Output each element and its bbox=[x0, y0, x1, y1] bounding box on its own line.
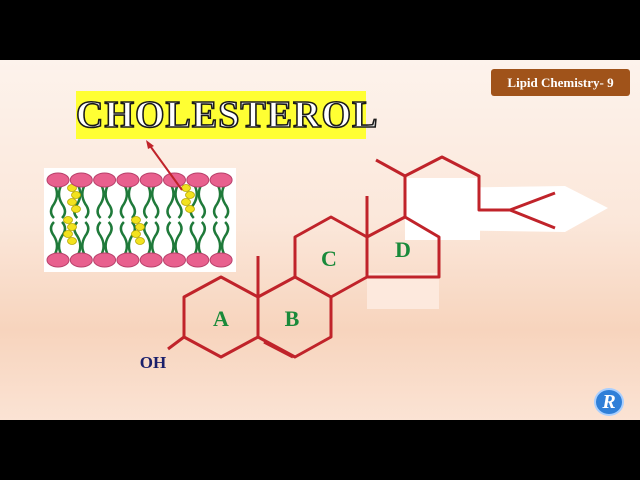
side-chain-c20 bbox=[375, 158, 407, 217]
lipid-tail bbox=[119, 221, 129, 257]
sterol-segment bbox=[63, 216, 73, 224]
lipid-tail bbox=[49, 183, 59, 219]
pointer-arrow-line bbox=[147, 142, 183, 191]
lipid-tail bbox=[197, 183, 207, 219]
bottom-letterbox bbox=[0, 420, 640, 480]
phospholipid-head bbox=[139, 172, 163, 188]
phospholipid-head bbox=[163, 252, 186, 268]
lipid-tail bbox=[166, 183, 175, 219]
sterol-segment bbox=[181, 198, 191, 206]
double-bond bbox=[263, 340, 294, 359]
cholesterol-molecules bbox=[63, 184, 195, 245]
ring-label-c: C bbox=[321, 246, 337, 271]
highlight-arrow bbox=[430, 186, 608, 232]
phospholipid-head bbox=[69, 172, 93, 188]
slide-title: CHOLESTEROL bbox=[75, 93, 379, 137]
lipid-tail bbox=[212, 221, 222, 257]
lipid-tail bbox=[150, 183, 160, 219]
sterol-segment bbox=[185, 191, 195, 199]
title-highlight: CHOLESTEROL bbox=[75, 91, 379, 139]
lipid-tail bbox=[81, 221, 90, 257]
lipid-tail bbox=[150, 221, 160, 257]
phospholipid-head bbox=[186, 252, 210, 268]
pointer-arrow-head bbox=[146, 140, 154, 149]
lipid-tail bbox=[73, 183, 82, 219]
phospholipid-head bbox=[139, 252, 163, 268]
series-badge: Lipid Chemistry- 9 bbox=[491, 69, 630, 96]
lipid-tails bbox=[49, 183, 230, 257]
ring-label-d: D bbox=[395, 237, 411, 262]
lipid-tail bbox=[57, 221, 67, 257]
lipid-tail bbox=[104, 183, 113, 219]
sterol-segment bbox=[71, 191, 81, 199]
lipid-tail bbox=[104, 221, 113, 257]
phospholipid-head bbox=[46, 172, 70, 188]
sterol-segment bbox=[67, 198, 77, 206]
ring-label-b: B bbox=[285, 306, 300, 331]
highlight-block-lower bbox=[367, 273, 439, 309]
lipid-tail bbox=[174, 183, 183, 219]
lipid-tail bbox=[96, 221, 105, 257]
bond-lines bbox=[167, 155, 556, 359]
lipid-bilayer-diagram bbox=[46, 172, 233, 268]
lipid-tail bbox=[197, 221, 207, 257]
sterol-segment bbox=[131, 216, 141, 224]
sterol-segment bbox=[71, 205, 81, 213]
lipid-tail bbox=[166, 221, 175, 257]
sterol-segment bbox=[67, 184, 77, 192]
lipid-tail bbox=[57, 183, 67, 219]
phospholipid-heads bbox=[46, 172, 233, 268]
lipid-tail bbox=[142, 183, 152, 219]
lipid-tail bbox=[81, 183, 90, 219]
sterol-segment bbox=[63, 230, 73, 238]
lipid-tail bbox=[212, 183, 222, 219]
lipid-tail bbox=[142, 221, 152, 257]
slide: Lipid Chemistry- 9 CHOLESTEROL bbox=[0, 60, 640, 420]
phospholipid-head bbox=[93, 252, 117, 268]
lipid-tail bbox=[49, 221, 59, 257]
hydroxyl-label: OH bbox=[140, 353, 166, 372]
phospholipid-head bbox=[69, 252, 93, 268]
top-letterbox bbox=[0, 0, 640, 60]
ring-d bbox=[365, 215, 441, 279]
isopropyl-terminus bbox=[508, 191, 556, 230]
lipid-tail bbox=[189, 221, 199, 257]
sterol-segment bbox=[135, 237, 145, 245]
ring-label-a: A bbox=[213, 306, 229, 331]
membrane-illustration bbox=[44, 168, 236, 272]
sterol-segment bbox=[135, 223, 145, 231]
sterol-segment bbox=[67, 237, 77, 245]
channel-logo: R bbox=[594, 388, 624, 416]
side-chain bbox=[404, 155, 510, 212]
phospholipid-head bbox=[209, 172, 233, 188]
hydroxyl-bond bbox=[167, 335, 185, 351]
lipid-tail bbox=[189, 183, 199, 219]
phospholipid-head bbox=[186, 172, 210, 188]
phospholipid-head bbox=[116, 252, 140, 268]
lipid-tail bbox=[220, 183, 230, 219]
phospholipid-head bbox=[116, 172, 140, 188]
lipid-tail bbox=[119, 183, 129, 219]
phospholipid-head bbox=[209, 252, 233, 268]
lipid-tail bbox=[127, 183, 137, 219]
lipid-tail bbox=[174, 221, 183, 257]
sterol-segment bbox=[131, 230, 141, 238]
sterol-segment bbox=[185, 205, 195, 213]
phospholipid-head bbox=[46, 252, 70, 268]
sterol-segment bbox=[67, 223, 77, 231]
phospholipid-head bbox=[93, 172, 117, 188]
cholesterol-structure: A B C D OH bbox=[140, 140, 608, 372]
lipid-tail bbox=[96, 183, 105, 219]
lipid-tail bbox=[220, 221, 230, 257]
